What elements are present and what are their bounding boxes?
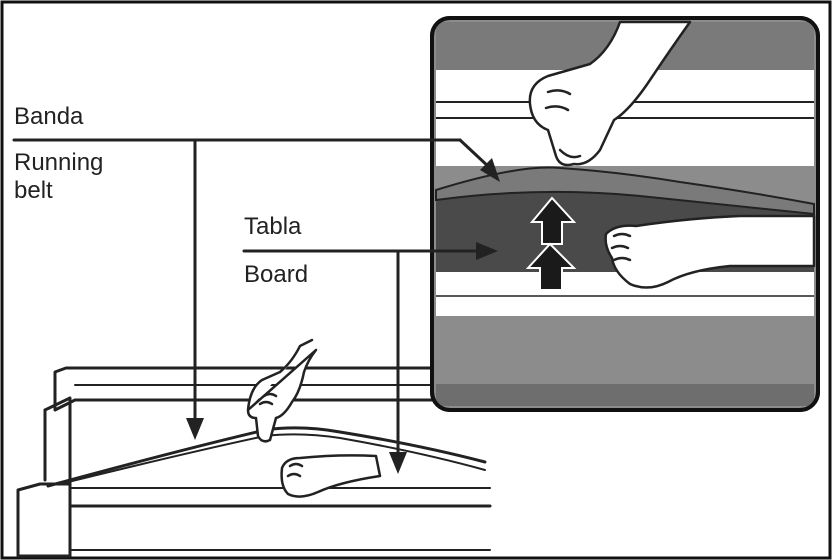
inset-running-belt-shape bbox=[435, 166, 815, 216]
label-board-spanish: Tabla bbox=[244, 213, 302, 240]
leader-lines bbox=[12, 138, 492, 467]
hand-on-board-icon bbox=[280, 454, 382, 498]
arrow-heads bbox=[186, 158, 500, 474]
hand-on-board-icon bbox=[604, 214, 816, 289]
label-board-english: Board bbox=[244, 261, 309, 288]
hand-lifting-belt-icon bbox=[528, 20, 692, 167]
treadmill-overview bbox=[16, 366, 492, 558]
hand-lifting-belt-icon bbox=[246, 338, 318, 443]
running-belt-shape bbox=[46, 426, 487, 488]
label-belt-spanish: Banda bbox=[14, 103, 84, 130]
label-belt-english-line2: belt bbox=[14, 177, 53, 204]
up-arrow-icon bbox=[525, 196, 577, 291]
label-belt-english-line1: Running bbox=[14, 149, 104, 176]
